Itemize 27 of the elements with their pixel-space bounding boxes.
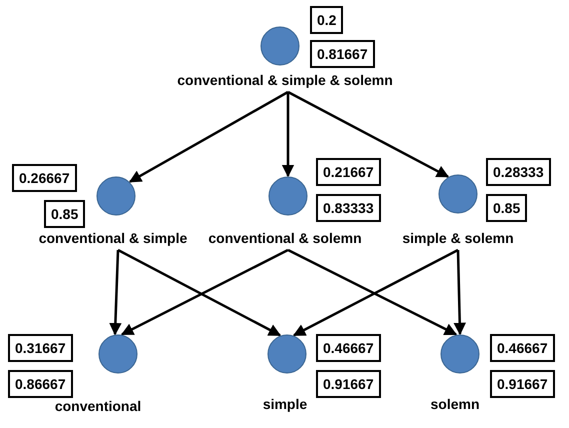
arrow	[128, 90, 289, 183]
value-box: 0.2	[310, 6, 344, 34]
value-box: 0.83333	[316, 194, 381, 222]
value-box: 0.85	[44, 200, 86, 228]
value-box: 0.91667	[490, 370, 555, 398]
value-box: 0.46667	[490, 334, 555, 362]
value-box: 0.46667	[316, 334, 381, 362]
node-label: conventional	[54, 398, 142, 414]
node-label: simple	[262, 396, 308, 412]
arrow	[282, 92, 294, 178]
value-box: 0.86667	[8, 370, 73, 398]
node-label: conventional & solemn	[208, 230, 362, 246]
node-label: solemn	[430, 396, 480, 412]
value-box: 0.81667	[310, 40, 375, 68]
value-box: 0.26667	[12, 164, 77, 192]
node-label: conventional & simple & solemn	[177, 72, 393, 88]
value-box: 0.91667	[316, 370, 381, 398]
node-label: conventional & simple	[38, 230, 188, 246]
value-box: 0.85	[486, 194, 528, 222]
arrow	[287, 90, 450, 178]
value-box: 0.31667	[8, 334, 73, 362]
arrow	[453, 250, 466, 336]
concept-node	[264, 334, 310, 412]
value-box: 0.21667	[316, 158, 381, 186]
arrow	[109, 250, 122, 336]
node-label: simple & solemn	[402, 230, 514, 246]
value-box: 0.28333	[486, 158, 551, 186]
